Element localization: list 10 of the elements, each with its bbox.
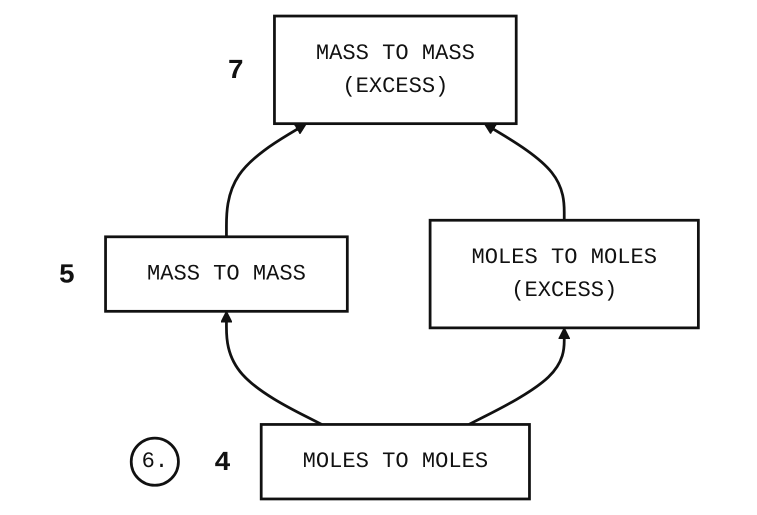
step-number: 4 xyxy=(214,448,231,479)
circle-node: 6. xyxy=(130,436,180,487)
topic-box: MOLES TO MOLES xyxy=(260,423,531,500)
arrow xyxy=(484,123,566,220)
step-number: 7 xyxy=(228,56,244,88)
arrow xyxy=(225,123,307,237)
step-number: 5 xyxy=(58,260,76,292)
topic-box: MASS TO MASS (EXCESS) xyxy=(273,14,518,126)
topic-box: MOLES TO MOLES (EXCESS) xyxy=(428,218,700,330)
topic-box: MASS TO MASS xyxy=(104,235,349,313)
